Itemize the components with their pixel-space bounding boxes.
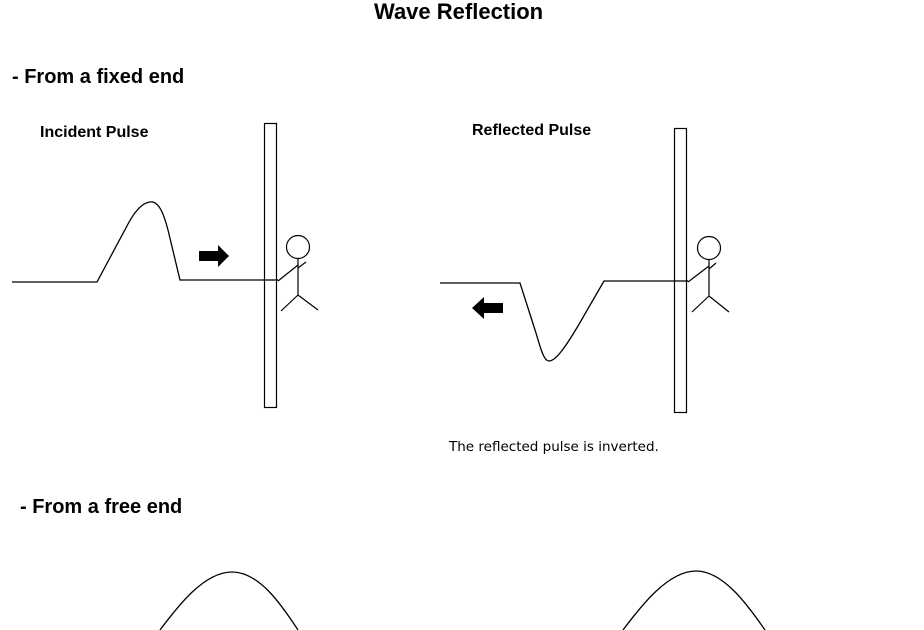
fixed-wall-reflected: [673, 127, 688, 414]
incident-scene: [12, 122, 319, 409]
page-title: Wave Reflection: [374, 0, 544, 24]
free-end-reflected-pulse: [622, 570, 766, 630]
free-end-incident-pulse: [159, 571, 299, 630]
reflected-pulse-rope: [440, 280, 688, 362]
inversion-caption: The reflected pulse is inverted.: [449, 439, 659, 455]
section-heading-free-end: - From a free end: [20, 496, 183, 518]
arrow-right-icon: [199, 245, 229, 267]
section-heading-fixed-end: - From a fixed end: [12, 66, 185, 88]
fixed-wall: [263, 122, 278, 409]
free-end-scene: [159, 570, 766, 630]
incident-pulse-label: Incident Pulse: [40, 124, 149, 141]
reflected-pulse-label: Reflected Pulse: [472, 122, 592, 139]
incident-pulse-rope: [12, 201, 278, 283]
reflected-scene: [440, 127, 730, 414]
stick-figure-icon: [277, 234, 319, 312]
stick-figure-icon: [687, 235, 730, 313]
arrow-left-icon: [472, 297, 503, 319]
